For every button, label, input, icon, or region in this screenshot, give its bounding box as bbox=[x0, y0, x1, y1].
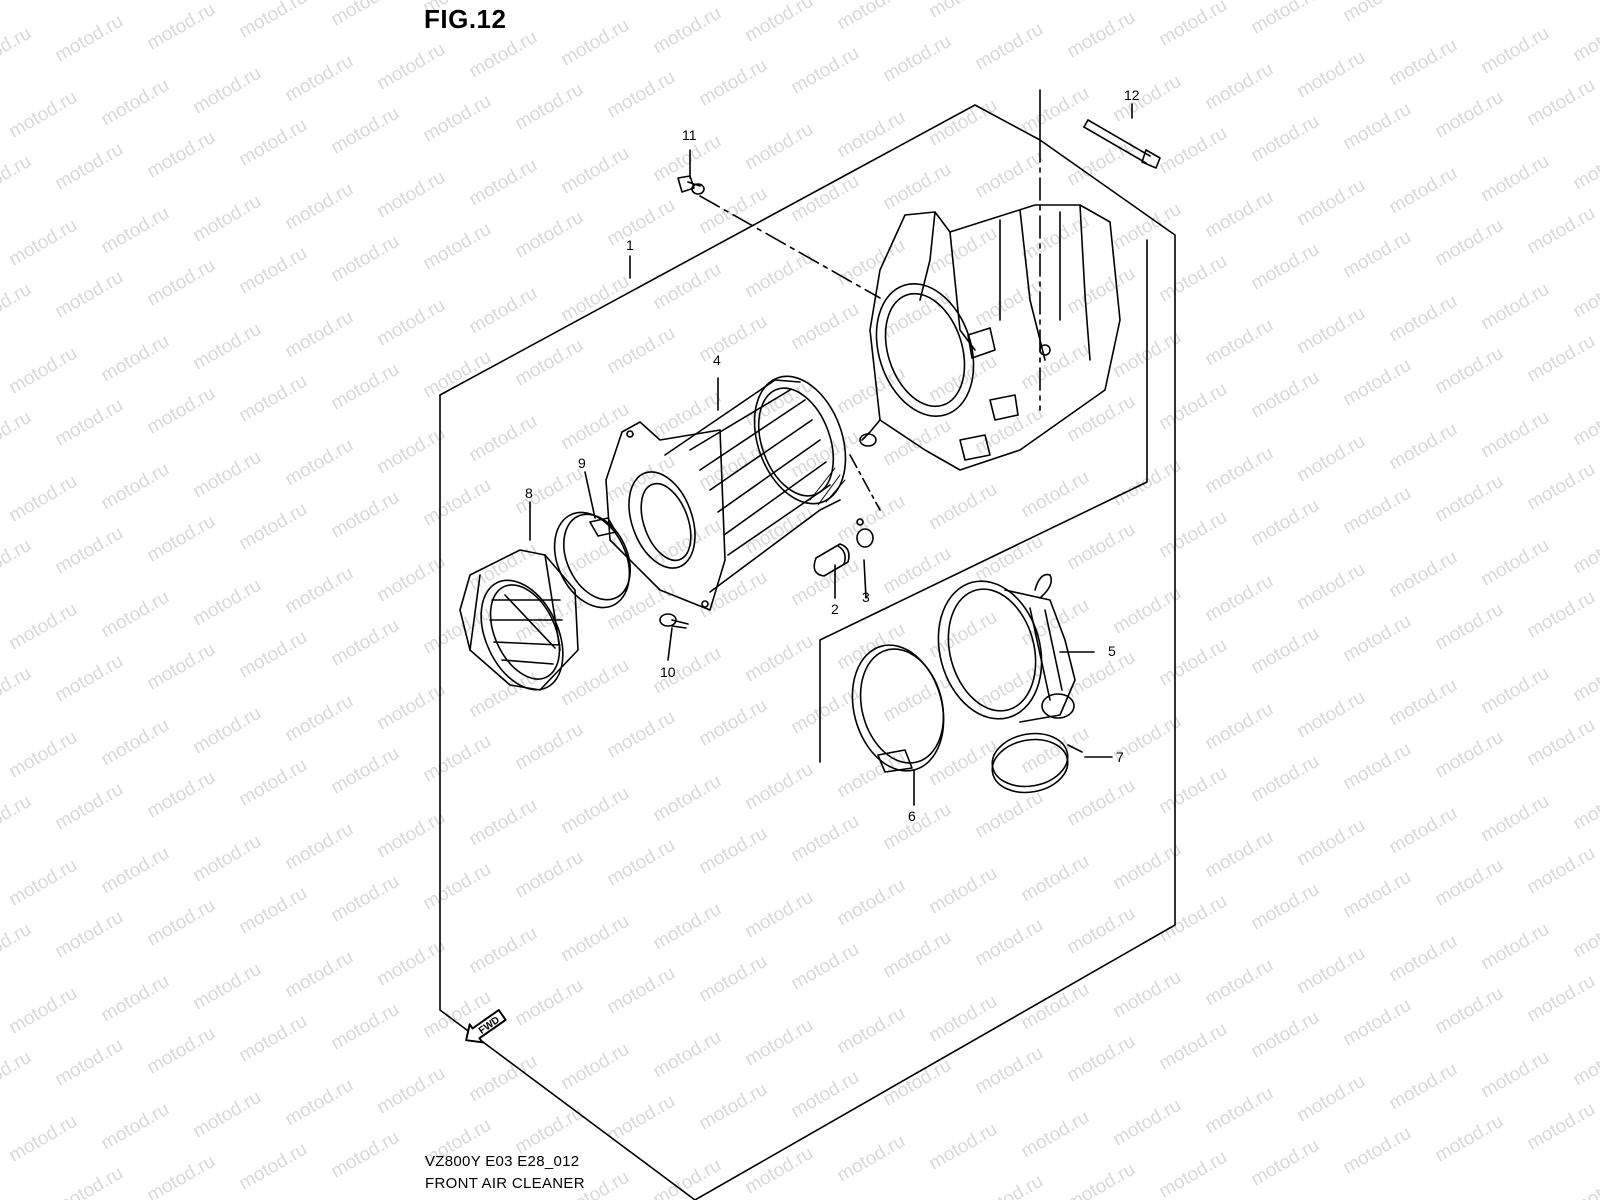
figure-title: FIG.12 bbox=[424, 4, 507, 34]
callout-7: 7 bbox=[1116, 749, 1124, 765]
axis-line-drain bbox=[849, 454, 881, 511]
intake-joint-5 bbox=[937, 573, 1076, 723]
subassembly-boundary bbox=[819, 239, 1148, 763]
clamp-band-9 bbox=[553, 511, 631, 609]
callout-11: 11 bbox=[682, 127, 697, 143]
assembly-boundary-left bbox=[439, 394, 696, 1200]
axis-line-bolt-11 bbox=[699, 195, 881, 299]
callout-9: 9 bbox=[578, 455, 586, 471]
clamp-band-6 bbox=[851, 644, 945, 773]
callout-2: 2 bbox=[831, 601, 839, 617]
callout-6: 6 bbox=[908, 808, 916, 824]
leader-9 bbox=[584, 471, 596, 519]
callout-12: 12 bbox=[1124, 87, 1140, 103]
air-cleaner-case-1 bbox=[859, 204, 1121, 471]
callout-5: 5 bbox=[1108, 643, 1116, 659]
assembly-boundary-top bbox=[439, 104, 1041, 396]
assembly-boundary bbox=[694, 89, 1176, 1200]
air-filter-element-4 bbox=[605, 375, 847, 611]
bolt-12 bbox=[1083, 119, 1161, 169]
intake-funnel-8 bbox=[459, 549, 579, 691]
model-code: VZ800Y E03 E28_012 bbox=[425, 1153, 580, 1170]
screw-11 bbox=[677, 175, 705, 195]
leader-10 bbox=[667, 627, 673, 661]
callout-3: 3 bbox=[862, 589, 870, 605]
callout-8: 8 bbox=[525, 485, 533, 501]
screw-10 bbox=[659, 613, 689, 629]
clip-3 bbox=[856, 518, 874, 548]
callout-4: 4 bbox=[713, 352, 721, 368]
figure-caption: FRONT AIR CLEANER bbox=[425, 1175, 585, 1192]
callout-1: 1 bbox=[626, 237, 634, 253]
leader-3 bbox=[863, 559, 867, 599]
callout-10: 10 bbox=[660, 664, 676, 680]
drain-cap-2 bbox=[813, 543, 850, 577]
clamp-ring-7 bbox=[991, 732, 1083, 794]
